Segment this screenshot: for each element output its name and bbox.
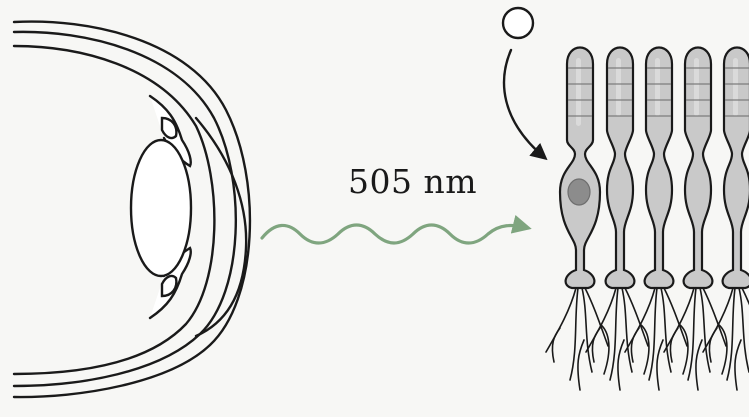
- rod-dendrite: [624, 287, 649, 347]
- rod-dendrite: [581, 287, 593, 373]
- cornea: [194, 116, 248, 338]
- rod-dendrite: [663, 287, 688, 347]
- rod-dendrite: [617, 339, 625, 391]
- rod-dendrite: [695, 339, 703, 391]
- rod-cell: [624, 46, 689, 391]
- rod-dendrite: [660, 287, 672, 373]
- eye-cross-section-icon: [12, 20, 252, 399]
- ciliary-lower: [160, 274, 178, 298]
- rod-cell-body: [682, 46, 714, 290]
- rod-nucleus: [567, 178, 591, 206]
- rod-cell: [585, 46, 650, 391]
- rod-dendrite: [734, 339, 742, 391]
- rod-cell-highlight: [733, 58, 738, 116]
- sclera-outer: [12, 20, 252, 399]
- rod-dendrite: [738, 287, 749, 373]
- rod-cell-highlight: [616, 58, 621, 116]
- rod-cell-body: [604, 46, 636, 290]
- rod-dendrite: [591, 327, 601, 363]
- rod-dendrite: [545, 287, 577, 353]
- sclera-inner: [12, 44, 216, 376]
- rod-dendrite: [569, 287, 579, 381]
- rod-cell-highlight: [576, 58, 581, 126]
- rod-dendrite: [656, 339, 664, 391]
- rod-dendrite: [621, 287, 633, 373]
- rod-dendrite: [648, 287, 658, 381]
- rod-cell-body: [558, 46, 602, 290]
- rod-dendrite: [702, 287, 727, 347]
- rod-dendrite: [624, 287, 656, 353]
- photon-icon: [501, 6, 535, 40]
- rod-dendrite: [702, 287, 734, 353]
- rod-cell-highlight: [694, 58, 699, 116]
- lens: [129, 138, 193, 278]
- rod-dendrite: [687, 287, 697, 381]
- rod-cell-highlight: [655, 58, 660, 116]
- rod-dendrite: [717, 323, 728, 375]
- rod-dendrite: [708, 327, 718, 363]
- rod-dendrite: [551, 327, 561, 363]
- rod-dendrite: [599, 323, 610, 375]
- rod-dendrite: [630, 327, 640, 363]
- rod-dendrite: [699, 287, 711, 373]
- rod-cells-group: [545, 46, 749, 391]
- photon-arrow-icon: [502, 48, 548, 161]
- rod-cell: [545, 46, 610, 391]
- rod-cell: [663, 46, 728, 391]
- rod-dendrite: [577, 339, 585, 391]
- light-wave-icon: [260, 214, 532, 245]
- rod-dendrite: [585, 287, 617, 353]
- sclera-middle: [12, 30, 238, 388]
- rod-dendrite: [741, 287, 749, 306]
- rod-dendrite: [663, 287, 695, 353]
- rod-dendrite: [609, 287, 619, 381]
- rod-dendrite: [669, 327, 679, 363]
- rod-dendrite: [678, 323, 689, 375]
- wavelength-label: 505 nm: [348, 162, 478, 201]
- rod-dendrite: [726, 287, 736, 381]
- rod-dendrite: [639, 323, 650, 375]
- rod-cell-body: [643, 46, 675, 290]
- ciliary-upper: [160, 116, 178, 140]
- rod-dendrite: [584, 287, 609, 347]
